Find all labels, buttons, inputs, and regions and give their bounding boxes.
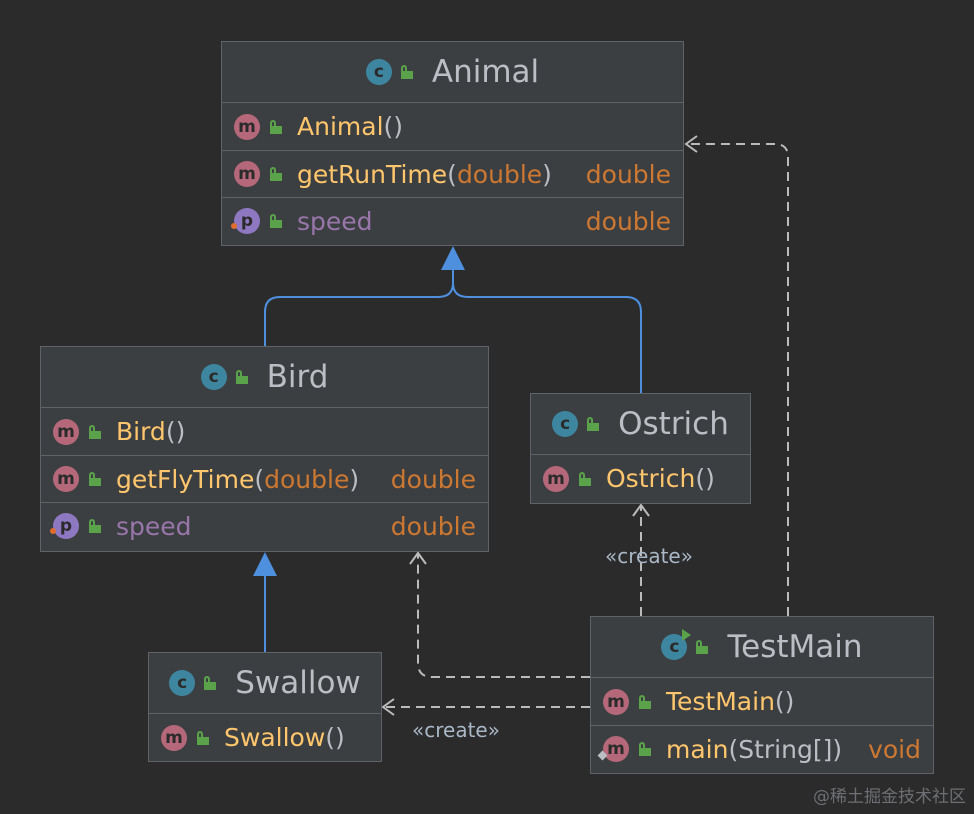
- testmain-uses-bird-edge: [417, 553, 590, 678]
- open-paren: (: [728, 734, 739, 764]
- watermark: @稀土掘金技术社区: [813, 787, 966, 807]
- static-method-icon: m: [597, 736, 629, 762]
- field-type: double: [585, 206, 671, 236]
- class-name: Bird: [266, 359, 329, 395]
- open-paren: (: [254, 464, 265, 494]
- class-ostrich[interactable]: c Ostrich m Ostrich(): [530, 393, 751, 504]
- method-name: getRunTime: [297, 159, 448, 189]
- return-type: double: [390, 464, 476, 494]
- constructor-name: Ostrich: [606, 464, 696, 493]
- parens: (): [325, 723, 345, 752]
- ostrich-extends-animal-edge: [452, 282, 642, 393]
- return-type: void: [868, 734, 921, 764]
- field-name: speed: [297, 206, 373, 236]
- close-paren: ): [542, 159, 552, 189]
- parens: (): [695, 464, 715, 493]
- property-icon: p: [231, 208, 260, 234]
- public-lock-icon: [269, 214, 283, 228]
- open-paren: (: [447, 159, 457, 189]
- class-name: Ostrich: [618, 406, 729, 442]
- public-lock-icon: [586, 417, 600, 431]
- field-name: speed: [116, 511, 192, 541]
- method-icon: m: [234, 161, 260, 187]
- method-icon: m: [603, 688, 629, 715]
- class-ostrich-header: c Ostrich: [531, 394, 750, 455]
- class-testmain-header: c TestMain: [591, 617, 933, 678]
- method-icon: m: [543, 465, 569, 492]
- method-name: main: [666, 734, 729, 764]
- class-swallow[interactable]: c Swallow m Swallow(): [148, 652, 382, 762]
- class-animal[interactable]: c Animal m Animal() m getRunTime(double)…: [221, 41, 684, 246]
- class-animal-header: c Animal: [222, 42, 683, 103]
- public-lock-icon: [203, 676, 217, 690]
- method-icon: m: [53, 418, 79, 445]
- class-bird-header: c Bird: [41, 347, 488, 408]
- property-icon: p: [50, 513, 79, 539]
- public-lock-icon: [88, 519, 102, 533]
- method-icon: m: [234, 113, 260, 140]
- public-lock-icon: [269, 119, 283, 134]
- runnable-class-icon: c: [661, 629, 692, 660]
- class-bird[interactable]: c Bird m Bird() m getFlyTime(double) dou…: [40, 346, 489, 552]
- method-row[interactable]: m getFlyTime(double) double: [41, 455, 488, 502]
- method-row[interactable]: m main(String[]) void: [591, 725, 933, 772]
- parens: (): [774, 687, 795, 716]
- constructor-row[interactable]: m TestMain(): [591, 678, 933, 725]
- field-type: double: [390, 511, 476, 541]
- bird-inheritance-arrowhead: [253, 552, 277, 576]
- bird-dependency-arrowhead: [409, 551, 427, 565]
- constructor-row[interactable]: m Animal(): [222, 103, 683, 150]
- public-lock-icon: [638, 742, 652, 756]
- return-type: double: [585, 159, 671, 189]
- param-type: String[]: [738, 734, 833, 764]
- public-lock-icon: [638, 694, 652, 709]
- constructor-name: TestMain: [666, 687, 775, 716]
- method-row[interactable]: m getRunTime(double) double: [222, 150, 683, 197]
- public-lock-icon: [578, 471, 592, 486]
- field-row[interactable]: p speed double: [222, 197, 683, 244]
- animal-dependency-arrowhead: [684, 135, 698, 153]
- public-lock-icon: [88, 472, 102, 486]
- class-icon: c: [200, 364, 227, 390]
- parens: (): [383, 112, 404, 141]
- public-lock-icon: [88, 424, 102, 439]
- animal-inheritance-arrowhead: [441, 246, 465, 270]
- class-testmain[interactable]: c TestMain m TestMain() m main(String[])…: [590, 616, 934, 774]
- public-lock-icon: [196, 730, 210, 745]
- method-icon: m: [161, 724, 187, 751]
- class-name: Animal: [431, 54, 540, 90]
- create-swallow-label: «create»: [412, 718, 500, 742]
- testmain-uses-animal-edge: [686, 143, 789, 616]
- constructor-name: Bird: [116, 417, 166, 446]
- create-ostrich-label: «create»: [605, 544, 693, 568]
- bird-extends-animal-edge: [264, 268, 454, 346]
- class-swallow-header: c Swallow: [149, 653, 381, 714]
- constructor-row[interactable]: m Swallow(): [149, 714, 381, 761]
- method-icon: m: [53, 466, 79, 492]
- constructor-name: Swallow: [224, 723, 326, 752]
- method-name: getFlyTime: [116, 464, 255, 494]
- class-name: Swallow: [235, 665, 361, 701]
- close-paren: ): [832, 734, 843, 764]
- param-type: double: [456, 159, 543, 189]
- public-lock-icon: [400, 65, 414, 79]
- public-lock-icon: [695, 640, 709, 654]
- field-row[interactable]: p speed double: [41, 502, 488, 549]
- param-type: double: [264, 464, 350, 494]
- class-icon: c: [169, 670, 196, 696]
- constructor-name: Animal: [297, 112, 384, 141]
- swallow-dependency-arrowhead: [381, 698, 395, 716]
- parens: (): [165, 417, 186, 446]
- ostrich-dependency-arrowhead: [632, 503, 650, 517]
- class-icon: c: [552, 411, 579, 437]
- constructor-row[interactable]: m Ostrich(): [531, 455, 750, 502]
- class-icon: c: [365, 59, 392, 85]
- close-paren: ): [349, 464, 360, 494]
- public-lock-icon: [235, 370, 249, 384]
- public-lock-icon: [269, 167, 283, 181]
- class-name: TestMain: [727, 629, 863, 665]
- constructor-row[interactable]: m Bird(): [41, 408, 488, 455]
